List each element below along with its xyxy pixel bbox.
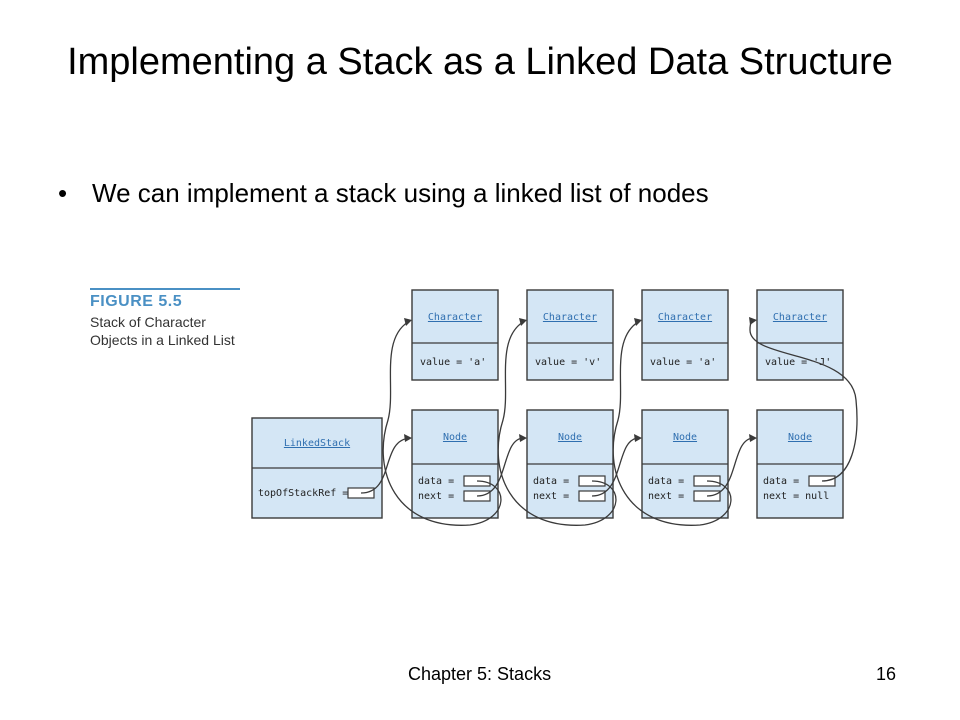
bullet-item: • We can implement a stack using a linked… — [58, 176, 709, 210]
character-box — [411, 289, 499, 381]
top-ref-arrow — [360, 437, 411, 494]
node-object: Node data = next = — [641, 409, 729, 519]
arrowhead-icon — [404, 434, 412, 442]
character-class-name: Character — [773, 312, 827, 323]
node-object: Node data = next = — [411, 409, 499, 519]
node-next-field: next = — [648, 491, 684, 502]
footer-chapter: Chapter 5: Stacks — [408, 664, 552, 684]
character-value: value = 'v' — [535, 357, 601, 368]
figure-caption-line-2: Objects in a Linked List — [90, 332, 235, 348]
character-value: value = 'a' — [650, 357, 716, 368]
node-data-field: data = — [418, 476, 454, 487]
node-data-field: data = — [648, 476, 684, 487]
arrowhead-icon — [634, 318, 642, 326]
footer-page-number: 16 — [876, 664, 897, 684]
character-object: Character value = 'J' — [756, 289, 844, 381]
linkedstack-object: LinkedStack topOfStackRef = — [251, 417, 383, 519]
arrowhead-icon — [519, 318, 527, 326]
node-class-name: Node — [558, 432, 582, 443]
figure-label: FIGURE 5.5 Stack of Character Objects in… — [90, 288, 242, 349]
character-class-name: Character — [658, 312, 712, 323]
character-class-name: Character — [428, 312, 482, 323]
character-object: Character value = 'a' — [641, 289, 729, 381]
data-ref-arrow — [497, 321, 617, 526]
arrowhead-icon — [634, 434, 642, 442]
character-object: Character value = 'v' — [526, 289, 614, 381]
node-class-name: Node — [673, 432, 697, 443]
reference-arrows — [360, 317, 858, 526]
node-data-field: data = — [763, 476, 799, 487]
character-box — [756, 289, 844, 381]
node-data-field: data = — [533, 476, 569, 487]
node-object: Node data = next = — [526, 409, 614, 519]
figure-number: FIGURE 5.5 — [90, 293, 183, 310]
linkedstack-class-name: LinkedStack — [284, 438, 350, 449]
character-value: value = 'a' — [420, 357, 486, 368]
node-class-name: Node — [443, 432, 467, 443]
arrowhead-icon — [519, 434, 527, 442]
slide-title: Implementing a Stack as a Linked Data St… — [67, 41, 893, 83]
figure-caption-line-1: Stack of Character — [90, 314, 206, 330]
bullet-text: We can implement a stack using a linked … — [92, 178, 709, 208]
node-object: Node data = next = null — [756, 409, 844, 519]
character-object: Character value = 'a' — [411, 289, 499, 381]
character-value: value = 'J' — [765, 357, 831, 368]
data-ref-arrow — [612, 321, 732, 526]
arrowhead-icon — [749, 434, 757, 442]
character-class-name: Character — [543, 312, 597, 323]
data-ref-arrow — [382, 321, 502, 526]
node-next-field: next = — [418, 491, 454, 502]
next-ref-arrow — [591, 437, 639, 497]
linkedstack-field: topOfStackRef = — [258, 488, 348, 499]
figure-rule — [90, 288, 240, 290]
character-box — [641, 289, 729, 381]
next-ref-arrow — [476, 437, 524, 497]
arrowhead-icon — [749, 317, 757, 325]
node-next-field: next = — [533, 491, 569, 502]
next-ref-arrow — [706, 437, 754, 497]
arrowhead-icon — [404, 318, 412, 326]
character-box — [526, 289, 614, 381]
node-class-name: Node — [788, 432, 812, 443]
node-next-field: next = null — [763, 491, 829, 502]
bullet-marker: • — [58, 178, 68, 208]
